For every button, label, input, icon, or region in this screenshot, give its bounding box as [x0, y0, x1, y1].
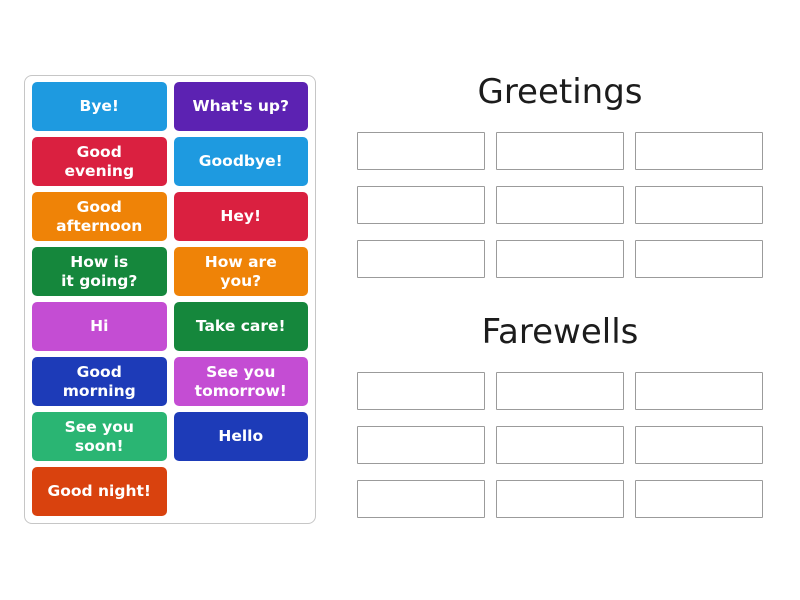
- word-tile[interactable]: Hi: [32, 302, 167, 351]
- group-title-greetings: Greetings: [477, 72, 643, 112]
- word-tile[interactable]: See you tomorrow!: [173, 357, 308, 406]
- drop-slot[interactable]: [635, 240, 763, 278]
- drop-slot[interactable]: [635, 132, 763, 170]
- slot-grid: [357, 372, 766, 518]
- drop-slot[interactable]: [357, 372, 485, 410]
- drop-slot[interactable]: [357, 240, 485, 278]
- word-tile[interactable]: Good afternoon: [32, 192, 167, 241]
- word-tile[interactable]: Hey!: [173, 192, 308, 241]
- word-tile[interactable]: Take care!: [173, 302, 308, 351]
- drop-slot[interactable]: [635, 426, 763, 464]
- word-tile[interactable]: Good morning: [32, 357, 167, 406]
- word-tile[interactable]: How are you?: [173, 247, 308, 296]
- word-tile[interactable]: See you soon!: [32, 412, 167, 461]
- drop-slot[interactable]: [496, 186, 624, 224]
- drop-slot[interactable]: [496, 132, 624, 170]
- word-tile[interactable]: Goodbye!: [173, 137, 308, 186]
- drop-slot[interactable]: [496, 480, 624, 518]
- drop-slot[interactable]: [496, 240, 624, 278]
- drop-slot[interactable]: [357, 186, 485, 224]
- word-tile[interactable]: What's up?: [173, 82, 308, 131]
- word-tile[interactable]: How is it going?: [32, 247, 167, 296]
- word-tile[interactable]: Bye!: [32, 82, 167, 131]
- group-greetings: Greetings: [356, 70, 766, 278]
- drop-slot[interactable]: [635, 186, 763, 224]
- drop-slot[interactable]: [635, 372, 763, 410]
- drop-slot[interactable]: [635, 480, 763, 518]
- drop-slot[interactable]: [496, 426, 624, 464]
- drop-slot[interactable]: [357, 480, 485, 518]
- group-farewells: Farewells: [356, 310, 766, 518]
- drop-slot[interactable]: [357, 426, 485, 464]
- drop-slot[interactable]: [357, 132, 485, 170]
- word-tile[interactable]: Good evening: [32, 137, 167, 186]
- word-tile[interactable]: Hello: [173, 412, 308, 461]
- slot-grid: [357, 132, 766, 278]
- drop-slot[interactable]: [496, 372, 624, 410]
- group-title-farewells: Farewells: [481, 312, 639, 352]
- word-tile[interactable]: Good night!: [32, 467, 167, 516]
